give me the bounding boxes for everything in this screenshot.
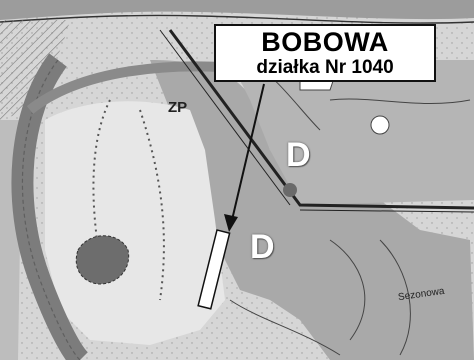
pointer-arrow-line — [231, 83, 265, 221]
title-box: BOBOWA działka Nr 1040 — [214, 24, 436, 82]
zone-d-upper-area — [230, 60, 474, 205]
road-main — [168, 29, 474, 210]
zone-label-d-upper: D — [286, 136, 311, 174]
map-title: BOBOWA — [261, 27, 389, 57]
pond — [76, 235, 129, 285]
pointer-arrow-head — [224, 214, 238, 232]
zone-label-zp: ZP — [168, 99, 188, 116]
zone-label-d-lower: D — [250, 228, 275, 266]
parcel-1040 — [197, 229, 231, 310]
parcel-label: działka Nr 1040 — [256, 57, 394, 78]
left-terrain — [0, 20, 70, 120]
top-terrain — [0, 0, 474, 20]
open-field — [45, 101, 225, 345]
